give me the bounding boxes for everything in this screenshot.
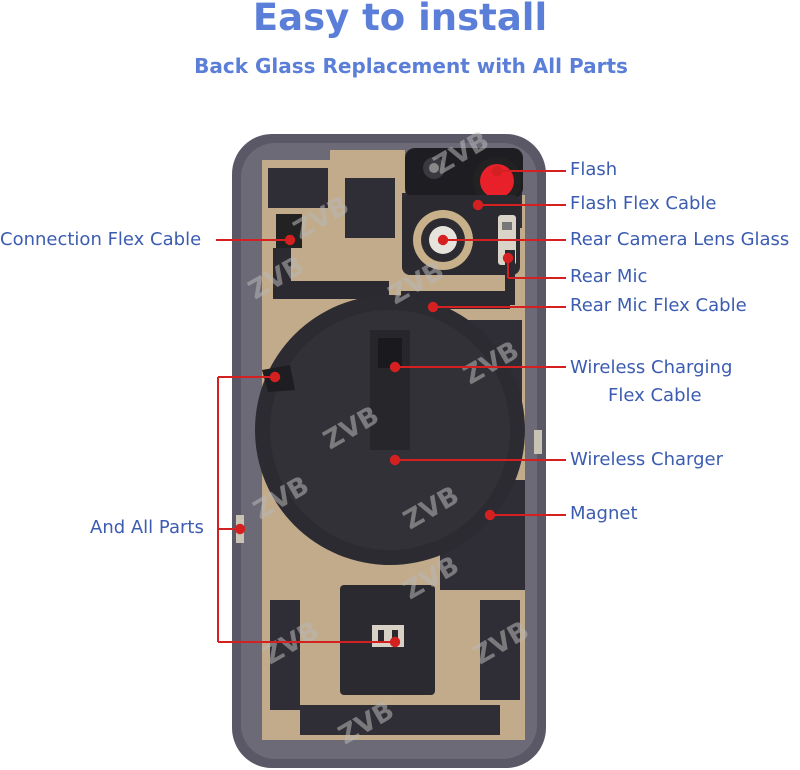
label-flex-cable: Flex Cable (608, 385, 702, 406)
label-and-all-parts: And All Parts (90, 517, 204, 538)
label-wireless-charger: Wireless Charger (570, 449, 724, 470)
label-connection-flex-cable: Connection Flex Cable (0, 229, 202, 250)
label-flash-flex-cable: Flash Flex Cable (570, 193, 717, 214)
label-rear-camera-lens-glass: Rear Camera Lens Glass (570, 229, 790, 250)
label-magnet: Magnet (570, 503, 638, 524)
flash-lens (480, 164, 514, 198)
page-title: Easy to install (252, 0, 548, 39)
label-flash: Flash (570, 159, 618, 180)
callout-lines (216, 165, 566, 648)
page-subtitle: Back Glass Replacement with All Parts (194, 54, 628, 78)
label-rear-mic-flex-cable: Rear Mic Flex Cable (570, 295, 747, 316)
label-rear-mic: Rear Mic (570, 266, 648, 287)
label-wireless-charging: Wireless Charging (570, 357, 733, 378)
